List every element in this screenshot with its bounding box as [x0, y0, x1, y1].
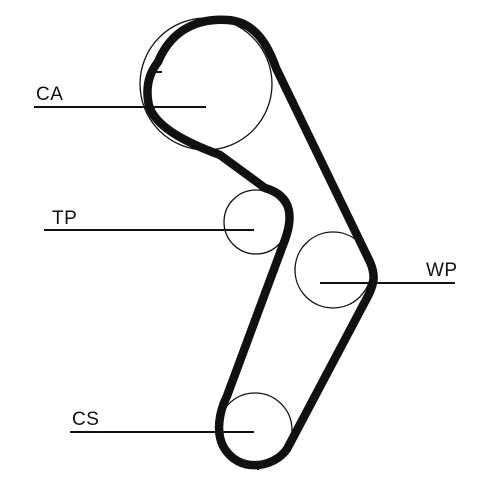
timing-belt	[143, 15, 378, 470]
wp-label: WP	[426, 260, 458, 281]
cs-label: CS	[72, 409, 99, 430]
ca-label: CA	[36, 84, 63, 105]
tp-label: TP	[52, 208, 77, 229]
camshaft-pulley	[139, 17, 273, 151]
